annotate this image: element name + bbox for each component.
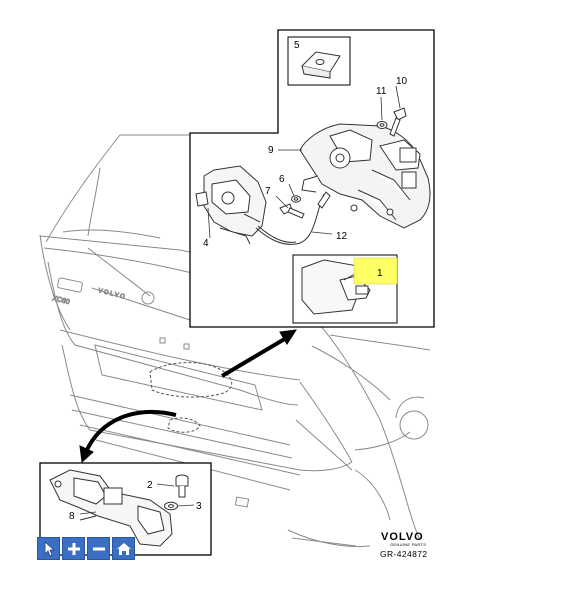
callout-3[interactable]: 3: [196, 501, 202, 512]
part-11-washer: [376, 121, 388, 129]
illustration-ref: GR-424872: [380, 549, 428, 559]
zoom-in-button[interactable]: [62, 537, 85, 560]
brand-logo: VOLVO: [381, 531, 424, 543]
svg-text:XC60: XC60: [52, 295, 71, 306]
upper-leader-lines: [207, 85, 401, 281]
callout-9[interactable]: 9: [268, 145, 274, 156]
part-4-lock: [195, 165, 267, 245]
vehicle-rear-illustration: XC60 V O L V O: [39, 134, 431, 548]
part-5-clip: [300, 51, 341, 79]
pointer-icon: [44, 540, 55, 557]
part-9-lock-motor: [299, 123, 431, 229]
callout-5[interactable]: 5: [294, 40, 300, 51]
part-3-washer: [164, 501, 178, 511]
callout-1-highlight: [353, 257, 398, 285]
part-7-screw: [279, 203, 305, 219]
callout-6[interactable]: 6: [279, 174, 285, 185]
callout-2[interactable]: 2: [147, 480, 153, 491]
part-2-screw: [175, 474, 189, 498]
callout-11[interactable]: 11: [376, 86, 387, 97]
part-1-cover: [301, 259, 371, 315]
zoom-in-icon: [67, 542, 80, 555]
brand-block: VOLVO GENUINE PARTS GR-424872: [380, 531, 428, 559]
callout-4[interactable]: 4: [203, 238, 209, 249]
brand-tagline: GENUINE PARTS: [390, 542, 426, 547]
svg-text:V O L V O: V O L V O: [98, 288, 126, 300]
zoom-out-button[interactable]: [87, 537, 110, 560]
callout-labels: 1 2 3 4 5 6 7 8 9 10 11 12: [69, 40, 408, 522]
callout-1[interactable]: 1: [377, 268, 383, 279]
part-12-cable: [255, 191, 331, 245]
zoom-out-icon: [92, 547, 105, 550]
part-8-handle: [49, 469, 173, 547]
pointer-button[interactable]: [37, 537, 60, 560]
callout-12[interactable]: 12: [336, 231, 348, 242]
part-6-washer: [291, 195, 301, 203]
home-button[interactable]: [112, 537, 135, 560]
part-10-screw: [389, 107, 407, 137]
home-icon: [116, 542, 131, 555]
callout-7[interactable]: 7: [265, 186, 271, 197]
callout-10[interactable]: 10: [396, 76, 408, 87]
lower-leader-lines: [79, 483, 195, 515]
callout-8[interactable]: 8: [69, 511, 75, 522]
viewer-toolbar: [37, 537, 135, 560]
